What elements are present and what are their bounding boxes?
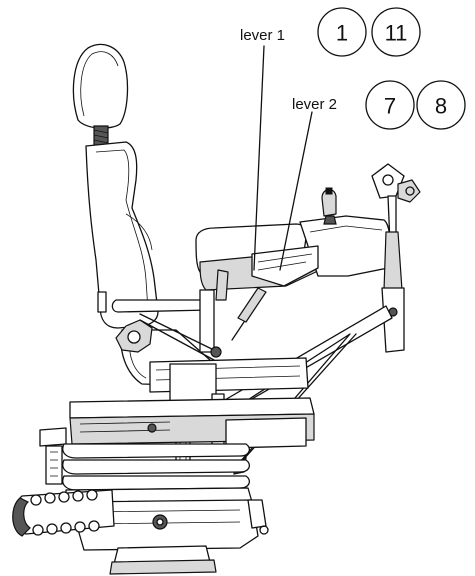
armrest-console — [195, 187, 392, 291]
callout-7: 7 — [365, 80, 415, 130]
base — [69, 499, 269, 575]
lever-1-leader — [253, 45, 265, 271]
callout-8: 8 — [416, 80, 466, 130]
callout-1: 1 — [317, 7, 367, 57]
callout-7-text: 7 — [384, 94, 396, 119]
lever-2-label: lever 2 — [292, 96, 337, 113]
lever-1-label: lever 1 — [240, 27, 285, 44]
headrest — [72, 43, 129, 147]
callout-8-text: 8 — [435, 94, 447, 119]
monitor-mount — [371, 163, 421, 353]
callout-1-text: 1 — [336, 21, 348, 46]
callout-11: 11 — [371, 7, 421, 57]
callout-11-text: 11 — [385, 21, 408, 46]
cable-chain — [12, 489, 115, 537]
seat-frame — [39, 357, 315, 471]
backrest — [85, 141, 159, 329]
lever-2-leader — [279, 111, 313, 271]
adjustment-knob — [115, 319, 153, 353]
